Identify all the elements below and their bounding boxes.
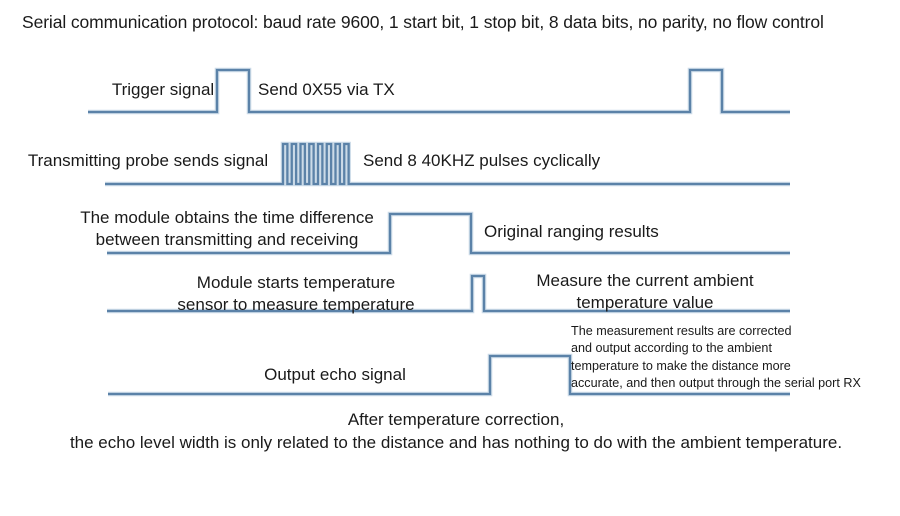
row-label-temperature-sensor: Module starts temperature sensor to meas… <box>177 273 415 314</box>
row-note-time-difference: Original ranging results <box>484 222 659 241</box>
row-label-output-echo: Output echo signal <box>264 365 406 384</box>
row-note-trigger-signal: Send 0X55 via TX <box>258 80 395 99</box>
row-note-transmitting-probe: Send 8 40KHZ pulses cyclically <box>363 151 601 170</box>
bottom-caption: After temperature correction, the echo l… <box>69 410 843 452</box>
annotation-temperature-correction: The measurement results are corrected an… <box>571 324 861 391</box>
row-label-time-difference: The module obtains the time difference b… <box>80 208 374 249</box>
row-label-transmitting-probe: Transmitting probe sends signal <box>27 151 269 170</box>
row-label-trigger-signal: Trigger signal <box>111 80 215 99</box>
protocol-title: Serial communication protocol: baud rate… <box>22 12 824 32</box>
row-note-temperature-sensor: Measure the current ambient temperature … <box>536 271 754 312</box>
